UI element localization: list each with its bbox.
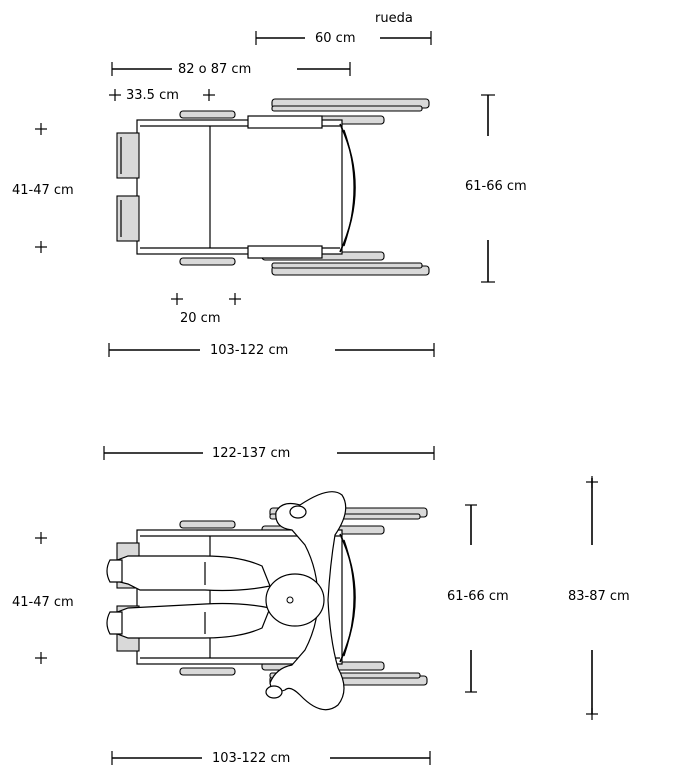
person-head [265,573,325,627]
shoulder-width-label: 83-87 cm [568,589,630,604]
width-front-dimension-2: 41-47 cm [12,532,74,664]
top-view: rueda 60 cm 82 o 87 cm 33.5 cm [12,11,527,358]
length-alt-label: 82 o 87 cm [178,62,251,77]
length-alt-dimension: 82 o 87 cm [111,62,351,77]
width-side-label-2: 61-66 cm [447,589,509,604]
occupied-length-dimension: 122-137 cm [103,446,435,461]
footrest [116,132,140,179]
wheelchair-top [116,98,430,276]
person-leg-left [111,555,271,592]
bottom-view: 122-137 cm 41-47 cm 61-66 cm 83-87 cm [12,446,630,766]
person-torso [269,491,347,711]
width-side-dimension: 61-66 cm [465,94,527,283]
footrest-label: 33.5 cm [126,88,179,103]
total-length-label-2: 103-122 cm [212,751,290,766]
width-front-dimension: 41-47 cm [12,123,74,253]
total-length-dimension-2: 103-122 cm [111,751,431,766]
person-leg-right [111,602,271,639]
wheelchair-with-person [106,491,428,711]
total-length-label: 103-122 cm [210,343,288,358]
gap-label: 20 cm [180,311,221,326]
width-side-dimension-2: 61-66 cm [447,504,509,693]
wheel-dimension: 60 cm [255,31,432,46]
occupied-length-label: 122-137 cm [212,446,290,461]
gap-dimension: 20 cm [171,293,241,326]
wheel-label: rueda [375,11,413,26]
width-front-label-2: 41-47 cm [12,595,74,610]
backrest [339,123,356,253]
total-length-dimension: 103-122 cm [108,343,435,358]
footrest-dimension: 33.5 cm [109,88,215,103]
shoulder-width-dimension: 83-87 cm [568,476,630,720]
seat-frame [136,119,343,255]
wheel-dimension-label: 60 cm [315,31,356,46]
width-side-label: 61-66 cm [465,179,527,194]
width-front-label: 41-47 cm [12,183,74,198]
